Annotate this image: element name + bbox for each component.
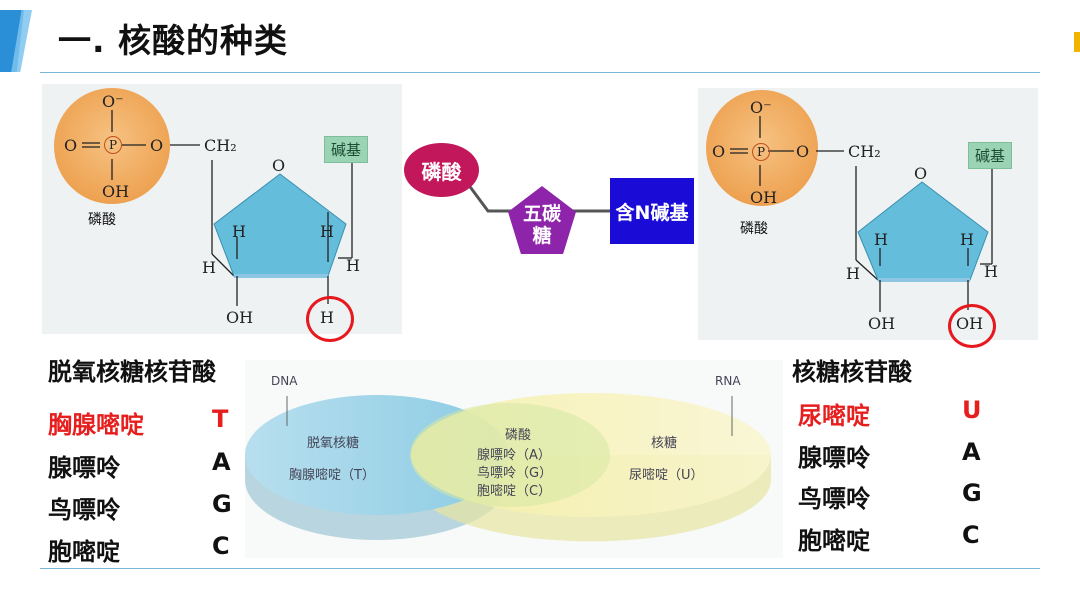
- venn-svg: [245, 393, 771, 542]
- phosphate-node: 磷酸: [404, 143, 479, 197]
- venn-thymine: 胸腺嘧啶（T）: [289, 468, 375, 483]
- ring-oxygen: O: [272, 156, 286, 175]
- venn-guanine: 鸟嘌呤（G）: [477, 466, 553, 481]
- oxygen-minus: O⁻: [750, 98, 772, 117]
- rna-base-code-c: C: [962, 521, 980, 549]
- phosphate-oh: OH: [102, 182, 130, 201]
- pentose-label-line1: 五碳: [522, 203, 561, 225]
- hydrogen-c2-highlight: H: [320, 308, 334, 327]
- base-tag: 碱基: [324, 136, 369, 163]
- dna-base-name-g: 鸟嘌呤: [48, 496, 120, 524]
- hydrogen-c4: H: [874, 230, 888, 249]
- page-title: 一. 核酸的种类: [58, 21, 289, 60]
- nitrogen-base-node: 含N碱基: [610, 178, 694, 244]
- ribonucleotide-figure: O⁻ O P O CH₂ OH 磷酸 O 碱基 H H H H OH OH: [698, 88, 1038, 348]
- highlight-circle-h: [306, 296, 354, 342]
- phosphate-oh: OH: [750, 188, 778, 207]
- hydrogen-c4: H: [232, 222, 246, 241]
- dna-base-name-t: 胸腺嘧啶: [48, 411, 144, 439]
- rna-base-name-a: 腺嘌呤: [798, 444, 870, 472]
- venn-rna-label: RNA: [715, 374, 741, 388]
- nucleotide-structure-svg: [730, 116, 993, 312]
- venn-ribose: 核糖: [651, 436, 678, 451]
- hydrogen-c1-down: H: [984, 262, 998, 281]
- venn-cytosine: 胞嘧啶（C）: [477, 484, 552, 499]
- dna-base-code-a: A: [212, 448, 231, 476]
- rna-base-name-g: 鸟嘌呤: [798, 485, 870, 513]
- venn-phosphate: 磷酸: [505, 428, 532, 443]
- phosphate-label: 磷酸: [740, 221, 768, 237]
- hydroxyl-c3: OH: [868, 314, 896, 333]
- oxygen-right: O: [150, 136, 164, 155]
- highlight-circle-oh: [948, 304, 996, 348]
- ch2-group: CH₂: [848, 142, 881, 161]
- oxygen-left: O: [64, 136, 78, 155]
- dna-list-heading: 脱氧核糖核苷酸: [48, 358, 216, 386]
- hydrogen-c1: H: [960, 230, 974, 249]
- venn-adenine: 腺嘌呤（A）: [477, 448, 551, 463]
- nucleotide-structure-svg: [82, 110, 353, 306]
- hydroxyl-c2-highlight: OH: [956, 314, 984, 333]
- base-tag: 碱基: [968, 142, 1013, 169]
- hydroxyl-c3: OH: [226, 308, 254, 327]
- hydrogen-c1-down: H: [346, 256, 360, 275]
- oxygen-right: O: [796, 142, 810, 161]
- deoxyribonucleotide-figure: O⁻ O P O CH₂ OH 磷酸 O 碱基 H H H H OH H: [42, 84, 402, 342]
- rna-list-heading: 核糖核苷酸: [792, 358, 912, 386]
- bottom-divider: [40, 568, 1040, 569]
- dna-base-code-t: T: [212, 405, 229, 433]
- ch2-group: CH₂: [204, 136, 237, 155]
- center-connector-svg: [463, 179, 612, 213]
- rna-base-code-a: A: [962, 438, 981, 466]
- hydrogen-c1: H: [320, 222, 334, 241]
- venn-diagram: DNA RNA 脱氧核糖 胸腺嘧啶（T） 磷酸 腺嘌呤（A） 鸟嘌呤（G） 胞嘧…: [245, 360, 783, 558]
- hydrogen-c4-down: H: [846, 264, 860, 283]
- hydrogen-c4-down: H: [202, 258, 216, 277]
- phosphorus: P: [752, 143, 770, 161]
- pentose-label-line2: 糖: [532, 225, 552, 247]
- rna-base-name-u: 尿嘧啶: [798, 402, 870, 430]
- ring-oxygen: O: [914, 164, 928, 183]
- dna-base-name-a: 腺嘌呤: [48, 454, 120, 482]
- corner-marker: [1074, 32, 1080, 52]
- rna-base-code-u: U: [962, 396, 982, 424]
- venn-deoxyribose: 脱氧核糖: [307, 436, 360, 451]
- venn-uracil: 尿嘧啶（U）: [629, 468, 704, 483]
- rna-base-name-c: 胞嘧啶: [798, 527, 870, 555]
- dna-base-code-c: C: [212, 532, 230, 560]
- oxygen-left: O: [712, 142, 726, 161]
- rna-base-code-g: G: [962, 479, 982, 507]
- phosphate-label: 磷酸: [88, 212, 116, 228]
- dna-base-name-c: 胞嘧啶: [48, 538, 120, 566]
- top-divider: [40, 72, 1040, 73]
- venn-dna-label: DNA: [271, 374, 298, 388]
- oxygen-minus: O⁻: [102, 92, 124, 111]
- phosphorus: P: [104, 136, 122, 154]
- dna-base-code-g: G: [212, 490, 232, 518]
